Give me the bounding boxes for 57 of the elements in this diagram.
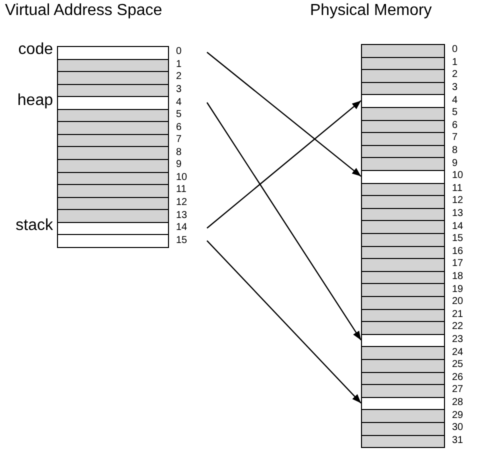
page-number: 22 [452,322,464,332]
page-number: 23 [452,335,464,346]
page-number: 3 [176,84,182,95]
page-number: 9 [176,160,182,170]
page-number: 12 [452,196,464,206]
page-number: 5 [452,108,458,118]
page-number: 7 [176,135,182,146]
page-number: 1 [452,58,458,68]
page-number: 10 [176,172,188,183]
segment-label: stack [16,218,53,234]
page-number: 15 [452,234,464,244]
page-number: 6 [452,120,458,131]
page-number: 18 [452,272,464,282]
page-number: 2 [452,70,458,80]
page-number: 16 [452,246,464,257]
page-number: 10 [452,171,464,182]
page-number: 11 [176,185,186,196]
page-number: 12 [176,198,188,208]
arrow [206,52,362,177]
page-number: 21 [452,310,464,320]
page-number: 25 [452,360,464,370]
page-number: 29 [452,410,464,421]
page-number: 13 [452,209,464,220]
page-number: 26 [452,372,464,383]
arrow [206,240,362,404]
page-number: 15 [176,236,188,246]
page-number: 11 [452,184,462,194]
page-number: 8 [452,146,458,156]
page-number: 13 [176,210,188,221]
page-number: 14 [176,223,188,234]
page-number: 20 [452,297,464,308]
page-number: 7 [452,133,458,144]
page-number: 8 [176,148,182,158]
page-number: 3 [452,83,458,94]
arrow [206,100,362,229]
page-number: 14 [452,222,464,232]
page-number: 1 [176,60,182,70]
page-number: 24 [452,348,464,358]
heading: Virtual Address Space [5,2,162,20]
page-number: 30 [452,423,464,434]
page-number: 4 [176,98,182,108]
page-number: 5 [176,110,182,120]
page-number: 4 [452,96,458,106]
page-number: 31 [452,436,464,446]
page-number: 28 [452,398,464,408]
page-number: 27 [452,385,464,396]
segment-label: heap [17,92,53,109]
arrow [206,102,362,340]
page-number: 2 [176,72,182,82]
page-number: 0 [176,47,182,58]
heading: Physical Memory [310,2,432,20]
page-number: 9 [452,158,458,169]
page-number: 17 [452,259,464,270]
page-number: 19 [452,284,464,295]
page-number: 6 [176,122,182,133]
segment-label: code [18,42,53,58]
page-number: 0 [452,45,458,56]
